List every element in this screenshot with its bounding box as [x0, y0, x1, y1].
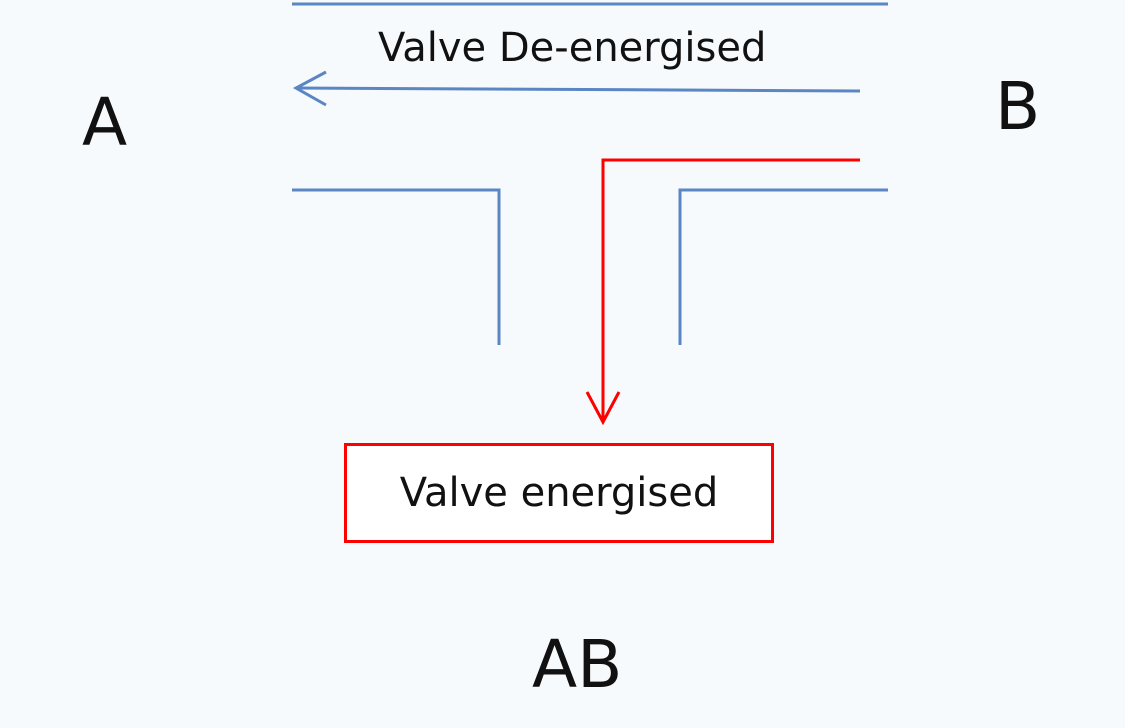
port-ab-label: AB: [532, 626, 623, 703]
pipe-left-lower-wall: [292, 188, 501, 345]
de-energised-arrow-shaft: [295, 86, 861, 93]
pipe-right-lower-wall: [678, 188, 888, 345]
de-energised-arrow-head: [292, 70, 327, 107]
port-a-label: A: [82, 84, 128, 161]
port-b-label: B: [995, 68, 1041, 145]
energised-arrow-shaft: [601, 158, 860, 422]
energised-label: Valve energised: [399, 470, 719, 516]
energised-arrow-head: [585, 391, 621, 426]
de-energised-label: Valve De-energised: [378, 25, 767, 71]
energised-label-box: Valve energised: [344, 443, 774, 543]
